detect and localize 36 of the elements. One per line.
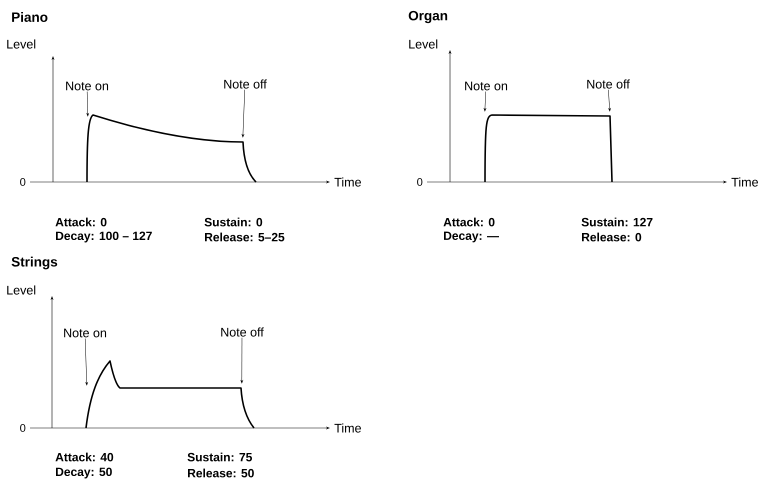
axis-label: 0 — [417, 178, 422, 186]
parameter-text: Decay: 50 — [56, 468, 112, 478]
parameter-text: Sustain: 75 — [188, 452, 252, 462]
leader-arrow — [608, 90, 611, 112]
parameter-text: Decay: — — [444, 232, 499, 242]
parameter-text: Release: 0 — [582, 232, 642, 242]
panel-title: Piano — [12, 12, 48, 22]
parameter-text: Sustain: 0 — [204, 218, 262, 226]
leader-arrow — [86, 91, 89, 116]
parameter-text: Sustain: 127 — [582, 218, 652, 226]
envelope-curve — [85, 360, 255, 428]
leader-arrow — [242, 90, 246, 138]
leader-arrow — [84, 338, 88, 386]
parameter-text: Decay: 100 – 127 — [56, 232, 152, 242]
note-label: Note off — [224, 79, 267, 89]
parameter-text: Release: 5–25 — [205, 232, 284, 242]
axis-label: Level — [7, 285, 36, 295]
panel-title: Strings — [12, 256, 58, 270]
axis-label: Level — [7, 39, 36, 49]
note-label: Note off — [587, 79, 630, 89]
axis-label: Time — [334, 177, 361, 187]
axis-label: 0 — [20, 424, 26, 432]
leader-arrow — [484, 91, 486, 112]
panel-title: Organ — [408, 10, 448, 24]
axis-label: Time — [732, 177, 758, 187]
axis-label: 0 — [20, 178, 26, 186]
envelope-curve — [86, 114, 257, 183]
parameter-text: Release: 50 — [188, 468, 254, 478]
note-label: Note on — [66, 82, 108, 90]
note-label: Note on — [64, 328, 106, 338]
axis-label: Time — [334, 423, 361, 433]
axis-label: Level — [409, 39, 438, 49]
note-label: Note on — [465, 82, 508, 90]
note-label: Note off — [221, 327, 264, 337]
leader-arrow — [240, 338, 243, 384]
envelope-curve — [484, 114, 613, 182]
